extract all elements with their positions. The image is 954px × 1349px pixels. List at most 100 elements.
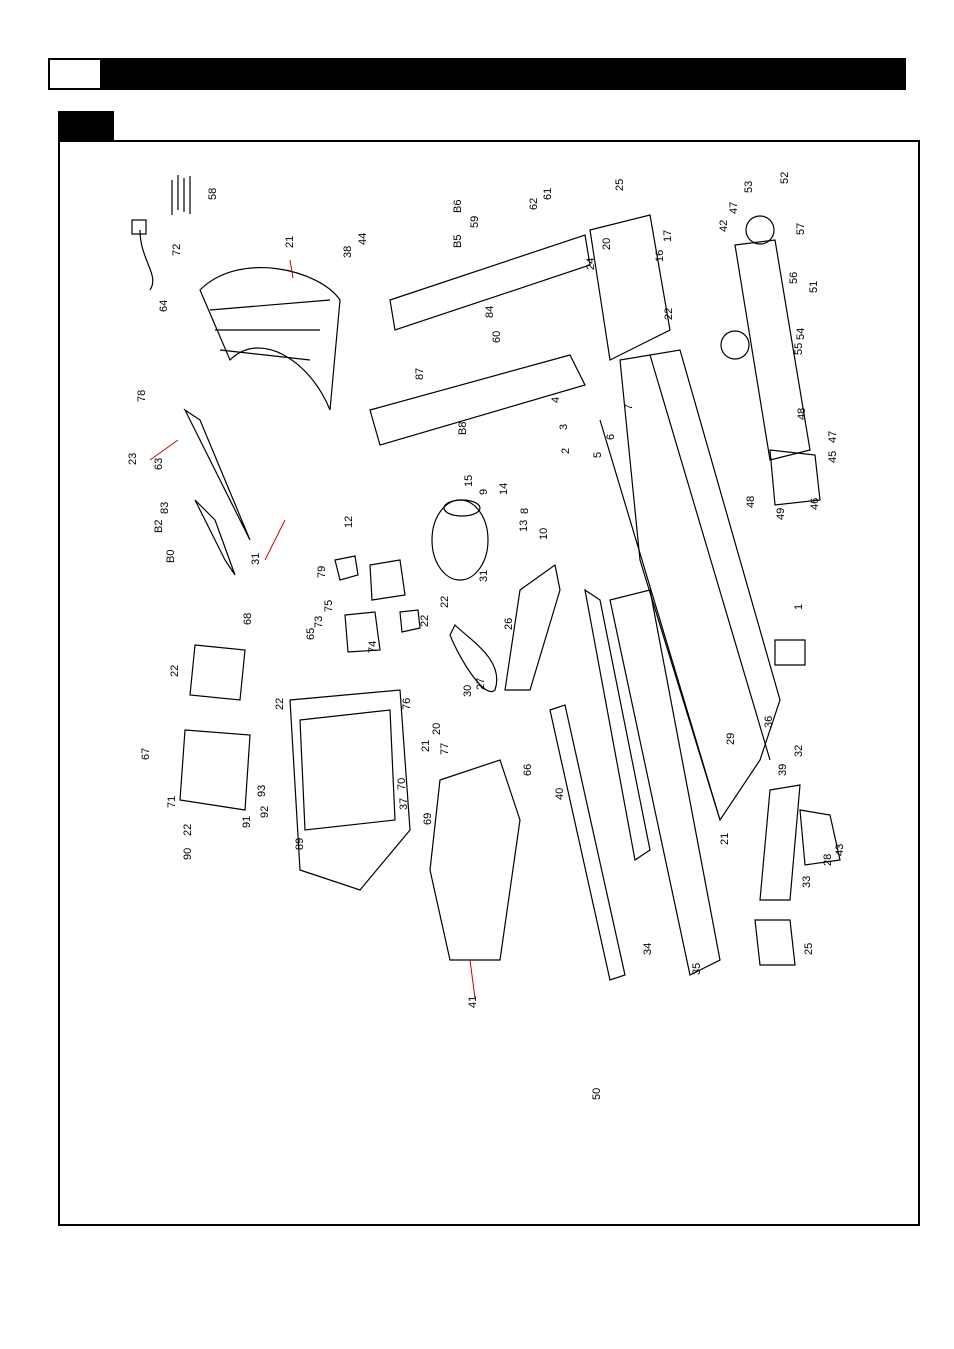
- part-label: 15: [463, 475, 475, 487]
- part-label: 43: [834, 844, 846, 856]
- page-number-box: [50, 60, 102, 88]
- part-label: 49: [775, 508, 787, 520]
- wheel-55: [720, 330, 750, 360]
- part-label: 22: [419, 615, 431, 627]
- part-label: 64: [158, 300, 170, 312]
- diagram-frame: [58, 140, 920, 1226]
- part-label: 93: [256, 785, 268, 797]
- part-label: 77: [439, 743, 451, 755]
- upright-60: [369, 354, 586, 446]
- part-label: 4: [550, 397, 562, 403]
- part-label: 3: [558, 424, 570, 430]
- part-label: 5: [592, 452, 604, 458]
- part-label: 10: [538, 528, 550, 540]
- fan-75: [369, 559, 406, 601]
- drawing-linework: [131, 175, 841, 981]
- part-label: 40: [554, 788, 566, 800]
- part-label: 87: [414, 368, 426, 380]
- part-label: 62: [528, 198, 540, 210]
- bracket-79: [334, 555, 359, 581]
- part-label: 92: [259, 806, 271, 818]
- part-label: 32: [793, 745, 805, 757]
- part-label: 13: [518, 520, 530, 532]
- handlebar-63: [183, 408, 251, 541]
- part-label: 21: [420, 740, 432, 752]
- console-panel-67: [179, 729, 251, 811]
- part-label: 42: [718, 220, 730, 232]
- fan-73: [344, 611, 381, 653]
- part-label: 55: [793, 343, 805, 355]
- console-66: [289, 689, 411, 891]
- foot-39: [774, 639, 806, 666]
- part-label: 47: [728, 202, 740, 214]
- part-label: 23: [127, 453, 139, 465]
- part-label: 89: [294, 838, 306, 850]
- part-label: 31: [250, 553, 262, 565]
- part-label: 69: [422, 813, 434, 825]
- part-label: 57: [795, 223, 807, 235]
- part-label: 47: [827, 431, 839, 443]
- part-label: 48: [745, 496, 757, 508]
- part-label: B5: [452, 235, 464, 248]
- part-label: 35: [691, 963, 703, 975]
- drive-motor: [431, 499, 489, 581]
- part-label: B2: [153, 520, 165, 533]
- wheel-53: [745, 215, 775, 245]
- base-frame-56: [734, 239, 811, 461]
- part-label: 25: [614, 179, 626, 191]
- part-label: 51: [808, 281, 820, 293]
- deck-29: [609, 589, 721, 976]
- running-belt: [584, 588, 651, 862]
- part-label: 22: [182, 824, 194, 836]
- part-label: 26: [503, 618, 515, 630]
- rear-roller: [759, 784, 801, 901]
- part-label: 75: [323, 600, 335, 612]
- part-label: 65: [305, 628, 317, 640]
- handrail-arch: [199, 267, 341, 411]
- part-label: 8: [519, 508, 531, 514]
- part-label: 71: [166, 796, 178, 808]
- part-label: 20: [431, 723, 443, 735]
- part-label: 76: [401, 698, 413, 710]
- incline-motor-45: [769, 449, 821, 506]
- part-label: 14: [498, 483, 510, 495]
- section-tab: [58, 111, 114, 141]
- part-label: 36: [763, 716, 775, 728]
- part-label: 48: [796, 408, 808, 420]
- part-label: 61: [542, 188, 554, 200]
- part-label: 60: [491, 331, 503, 343]
- part-label: B0: [165, 550, 177, 563]
- treadmill-frame: [619, 349, 781, 822]
- part-label: 30: [462, 685, 474, 697]
- end-cap-25: [799, 809, 841, 866]
- red-leaders: [149, 259, 476, 999]
- part-label: 17: [662, 230, 674, 242]
- part-label: 22: [663, 308, 675, 320]
- power-cord: [139, 229, 154, 291]
- part-label: 6: [605, 434, 617, 440]
- motor-hood-21: [429, 759, 521, 961]
- part-label: 21: [284, 236, 296, 248]
- part-label: 2: [560, 448, 572, 454]
- part-label: 1: [793, 604, 805, 610]
- part-label: 83: [159, 502, 171, 514]
- part-label: 22: [439, 596, 451, 608]
- part-label: 67: [140, 748, 152, 760]
- handlebar-80: [194, 499, 236, 576]
- part-label: 16: [654, 250, 666, 262]
- side-rail-41: [549, 704, 626, 981]
- part-label: 46: [809, 498, 821, 510]
- part-label: 72: [171, 244, 183, 256]
- part-label: 38: [342, 246, 354, 258]
- part-label: 74: [367, 641, 379, 653]
- part-label: B6: [452, 200, 464, 213]
- end-cap-42: [754, 919, 796, 966]
- part-label: 27: [475, 678, 487, 690]
- part-label: 22: [169, 665, 181, 677]
- part-label: 53: [743, 181, 755, 193]
- console-panel-68: [189, 644, 246, 701]
- part-label: 12: [343, 516, 355, 528]
- part-label: 44: [357, 233, 369, 245]
- part-label: 79: [316, 566, 328, 578]
